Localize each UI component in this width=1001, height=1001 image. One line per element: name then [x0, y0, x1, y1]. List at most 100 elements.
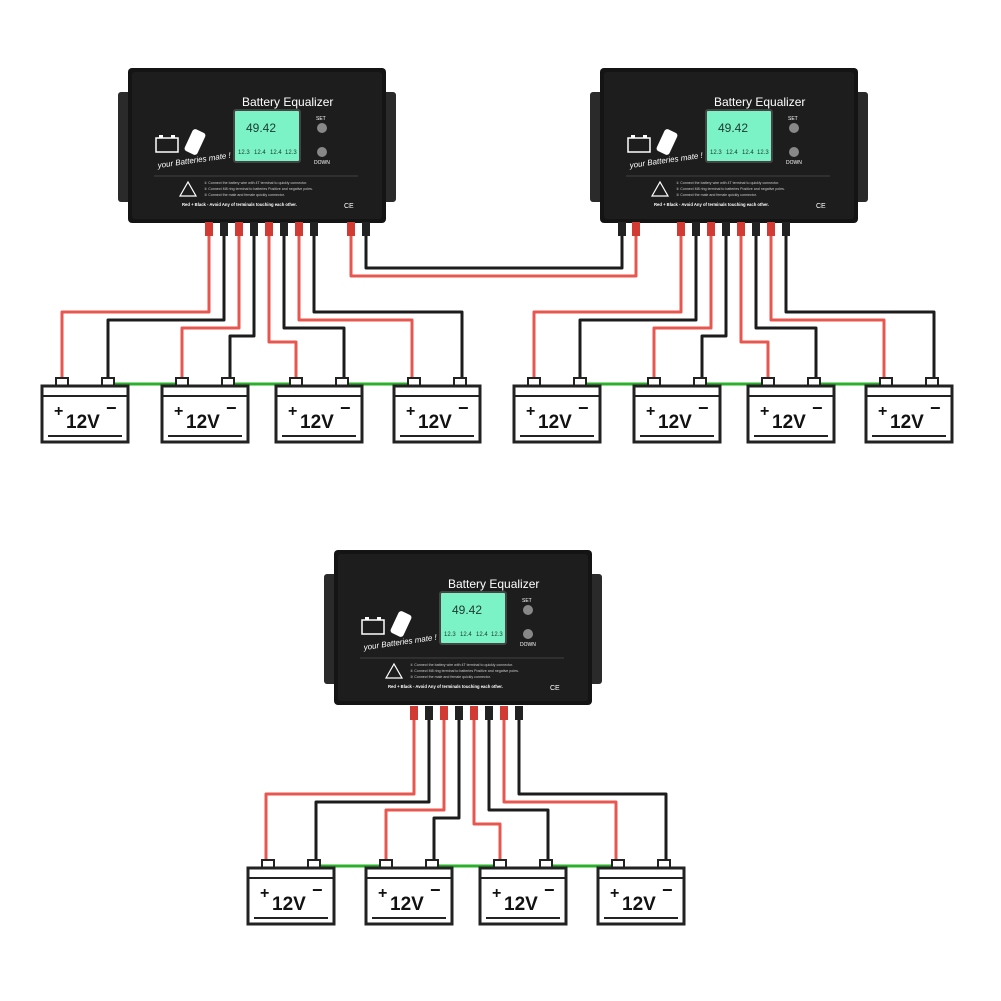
instruction-3: ③ Connect the male and female quickly co…	[204, 193, 285, 197]
battery-plus-sign: +	[646, 403, 655, 420]
battery-icon	[361, 617, 385, 635]
lcd-cell-2: 12.4	[460, 632, 472, 638]
batteries: +12V−+12V−+12V−+12V−+12V−+12V−+12V−+12V−…	[40, 377, 954, 926]
warning-icon	[178, 180, 198, 197]
wire-red	[769, 232, 886, 384]
battery-12v: +12V−	[512, 377, 602, 444]
battery-voltage-label: 12V	[186, 412, 220, 433]
lcd-total-voltage: 49.42	[246, 121, 276, 135]
device-title: Battery Equalizer	[448, 577, 539, 591]
down-button-label: DOWN	[520, 642, 536, 648]
battery-minus-sign: −	[544, 880, 555, 900]
battery-plus-sign: +	[54, 403, 63, 420]
warning-text: Red + Black - Avoid Any of terminals tou…	[388, 684, 503, 689]
wire-black	[700, 232, 728, 384]
battery-minus-sign: −	[578, 398, 589, 418]
battery-minus-sign: −	[458, 398, 469, 418]
wire-black	[106, 232, 226, 384]
instruction-1: ① Connect the battery wire with 4T termi…	[204, 181, 307, 185]
ce-mark: CE	[816, 203, 826, 210]
ce-mark: CE	[550, 685, 560, 692]
battery-12v: +12V−	[40, 377, 130, 444]
battery-voltage-label: 12V	[418, 412, 452, 433]
wire-red	[180, 232, 241, 384]
battery-plus-sign: +	[760, 403, 769, 420]
ce-mark: CE	[344, 203, 354, 210]
wire-black	[517, 716, 668, 866]
battery-plus-sign: +	[288, 403, 297, 420]
lcd-screen	[439, 591, 507, 645]
battery-12v: +12V−	[364, 859, 454, 926]
set-button[interactable]	[523, 605, 533, 615]
instruction-2: ② Connect M8 ring terminal to batteries …	[676, 187, 785, 191]
lcd-cell-3: 12.4	[270, 150, 282, 156]
battery-minus-sign: −	[662, 880, 673, 900]
plug-icon	[656, 129, 678, 155]
lcd-cell-readouts: 12.3 12.4 12.4 12.3	[444, 632, 503, 638]
lcd-cell-4: 12.3	[757, 150, 769, 156]
set-button[interactable]	[789, 123, 799, 133]
down-button-label: DOWN	[786, 160, 802, 166]
equalizer-device-top-left: Battery Equalizer your Batteries mate ! …	[118, 68, 396, 223]
plug-icon	[184, 129, 206, 155]
wire-black	[578, 232, 698, 384]
battery-voltage-label: 12V	[538, 412, 572, 433]
instruction-1: ① Connect the battery wire with 4T termi…	[410, 663, 513, 667]
lcd-cell-1: 12.3	[710, 150, 722, 156]
down-button[interactable]	[789, 147, 799, 157]
wire-red	[60, 232, 211, 384]
lcd-cell-2: 12.4	[726, 150, 738, 156]
instruction-3: ③ Connect the male and female quickly co…	[676, 193, 757, 197]
wire-red	[652, 232, 713, 384]
device-title: Battery Equalizer	[714, 95, 805, 109]
battery-voltage-label: 12V	[890, 412, 924, 433]
lcd-cell-2: 12.4	[254, 150, 266, 156]
lcd-cell-3: 12.4	[476, 632, 488, 638]
wire-red	[349, 232, 638, 278]
battery-plus-sign: +	[526, 403, 535, 420]
instruction-2: ② Connect M8 ring terminal to batteries …	[204, 187, 313, 191]
lcd-cell-4: 12.3	[491, 632, 503, 638]
down-button[interactable]	[523, 629, 533, 639]
wire-black	[312, 232, 464, 384]
wire-black	[364, 232, 624, 270]
battery-minus-sign: −	[930, 398, 941, 418]
battery-12v: +12V−	[392, 377, 482, 444]
down-button[interactable]	[317, 147, 327, 157]
wire-red	[267, 232, 298, 384]
wire-black	[754, 232, 818, 384]
wire-black	[282, 232, 346, 384]
battery-voltage-label: 12V	[622, 894, 656, 915]
wires	[60, 232, 936, 866]
set-button-label: SET	[788, 116, 798, 122]
battery-minus-sign: −	[106, 398, 117, 418]
battery-minus-sign: −	[430, 880, 441, 900]
warning-icon	[650, 180, 670, 197]
battery-12v: +12V−	[864, 377, 954, 444]
connector-row-bottom	[410, 706, 523, 720]
lcd-cell-readouts: 12.3 12.4 12.4 12.3	[710, 150, 769, 156]
lcd-screen	[705, 109, 773, 163]
wire-black	[432, 716, 461, 866]
wire-red	[297, 232, 414, 384]
equalizer-device-bottom: Battery Equalizer your Batteries mate ! …	[324, 550, 602, 705]
connector-row-top-left	[205, 222, 370, 236]
instruction-2: ② Connect M8 ring terminal to batteries …	[410, 669, 519, 673]
battery-minus-sign: −	[698, 398, 709, 418]
lcd-cell-1: 12.3	[238, 150, 250, 156]
wire-red	[739, 232, 770, 384]
battery-12v: +12V−	[160, 377, 250, 444]
battery-plus-sign: +	[174, 403, 183, 420]
down-button-label: DOWN	[314, 160, 330, 166]
battery-voltage-label: 12V	[390, 894, 424, 915]
set-button[interactable]	[317, 123, 327, 133]
battery-12v: +12V−	[246, 859, 336, 926]
wire-black	[228, 232, 256, 384]
set-button-label: SET	[522, 598, 532, 604]
instruction-1: ① Connect the battery wire with 4T termi…	[676, 181, 779, 185]
warning-text: Red + Black - Avoid Any of terminals tou…	[654, 202, 769, 207]
battery-voltage-label: 12V	[272, 894, 306, 915]
battery-12v: +12V−	[632, 377, 722, 444]
battery-voltage-label: 12V	[66, 412, 100, 433]
battery-minus-sign: −	[226, 398, 237, 418]
